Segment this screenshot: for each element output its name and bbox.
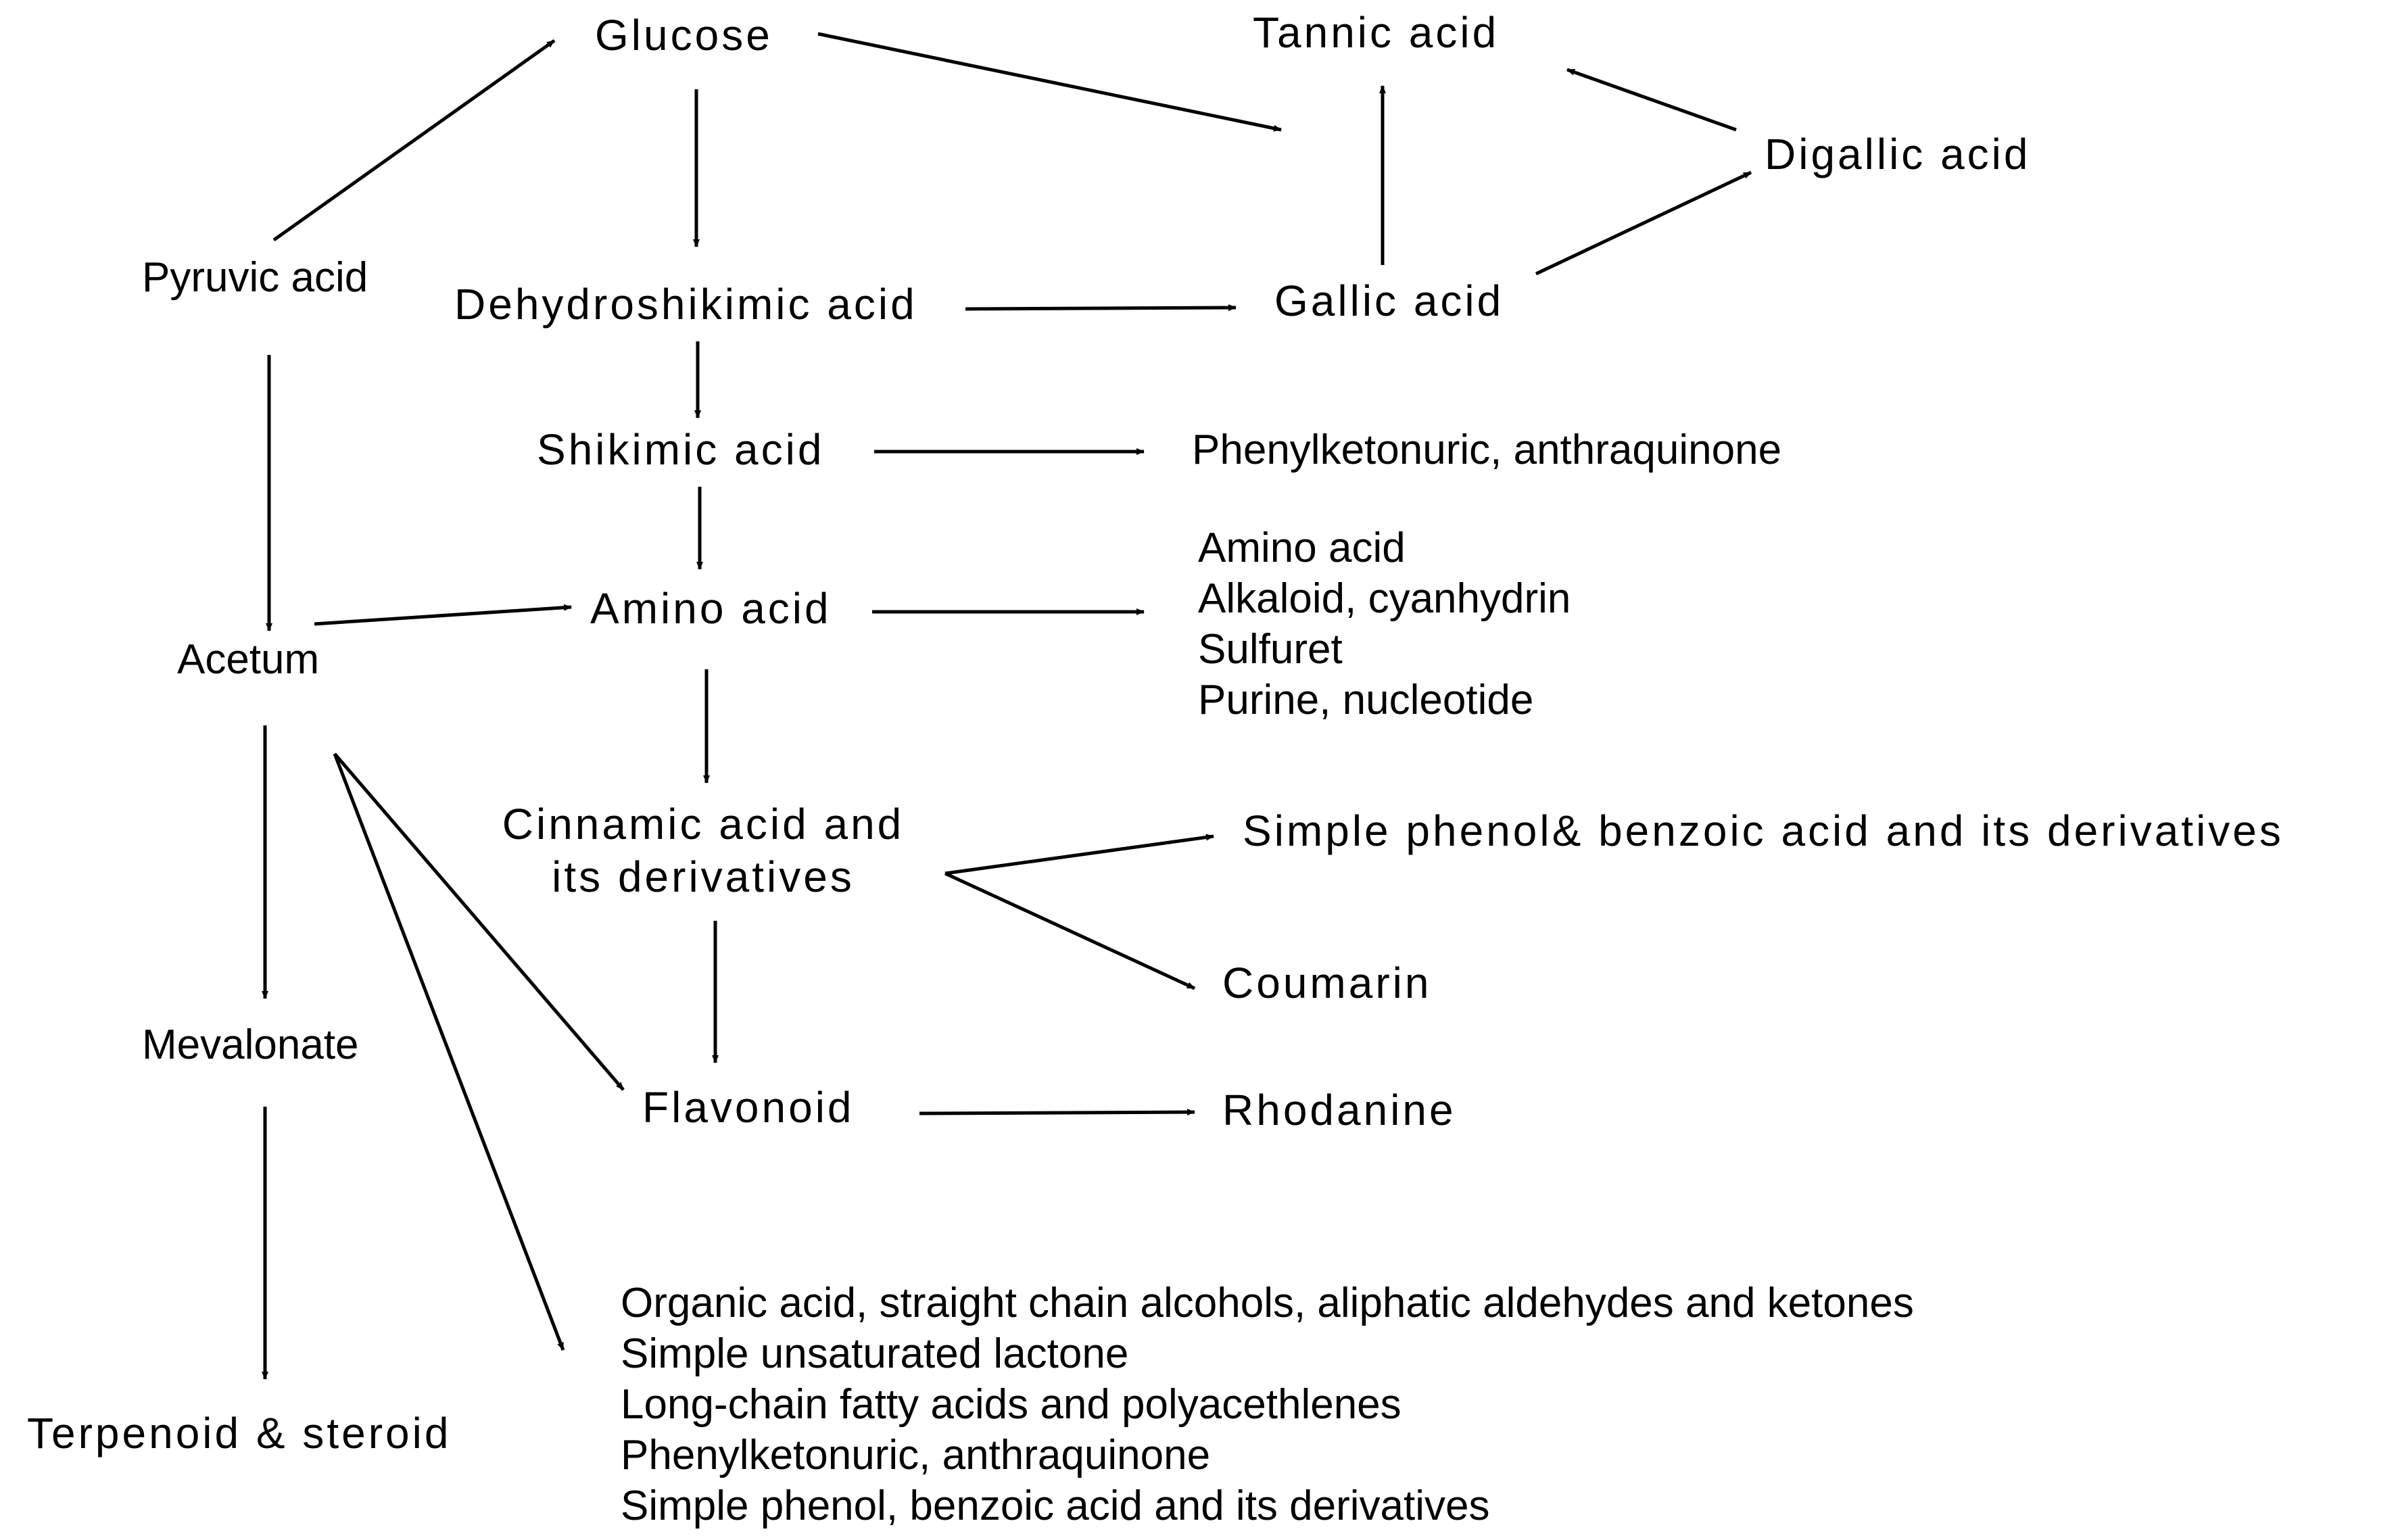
- node-glucose: Glucose: [595, 11, 773, 59]
- node-cinnamic-acid: Cinnamic acid and its derivatives: [473, 798, 933, 903]
- acetum-product-item: Simple phenol, benzoic acid and its deri…: [621, 1483, 1490, 1529]
- arrow-digallic-to-tannic: [1566, 68, 1737, 132]
- amino-product-item: Sulfuret: [1198, 626, 1343, 673]
- acetum-products: Organic acid, straight chain alcohols, a…: [621, 1278, 1914, 1531]
- amino-product-item: Purine, nucleotide: [1198, 677, 1534, 723]
- arrow-gallic-to-digallic: [1535, 170, 1752, 276]
- arrow-flavonoid-to-rhodanine: [919, 1109, 1195, 1116]
- node-dehydroshikimic-acid: Dehydroshikimic acid: [454, 280, 917, 329]
- acetum-product-item: Simple unsaturated lactone: [621, 1330, 1129, 1377]
- amino-product-item: Alkaloid, cyanhydrin: [1198, 575, 1571, 622]
- cinnamic-line-2: its derivatives: [552, 852, 855, 901]
- node-terpenoid-steroid: Terpenoid & steroid: [27, 1409, 452, 1458]
- arrow-glucose-to-tannic: [817, 32, 1282, 132]
- node-flavonoid: Flavonoid: [642, 1083, 855, 1132]
- arrow-pyruvic-to-glucose: [272, 39, 556, 242]
- node-amino-acid: Amino acid: [590, 584, 832, 633]
- node-coumarin: Coumarin: [1222, 959, 1432, 1007]
- arrow-cinnamic-to-simple-phenol: [944, 834, 1214, 875]
- node-pyruvic-acid: Pyruvic acid: [142, 254, 368, 301]
- arrow-acetum-to-amino: [314, 604, 572, 626]
- node-mevalonate: Mevalonate: [142, 1021, 359, 1068]
- node-gallic-acid: Gallic acid: [1274, 276, 1504, 325]
- arrow-acetum-to-products: [333, 753, 565, 1351]
- acetum-product-item: Phenylketonuric, anthraquinone: [621, 1432, 1211, 1478]
- amino-product-item: Amino acid: [1198, 525, 1406, 571]
- node-tannic-acid: Tannic acid: [1253, 8, 1500, 57]
- node-rhodanine: Rhodanine: [1222, 1086, 1456, 1134]
- acetum-product-item: Long-chain fatty acids and polyacethlene…: [621, 1381, 1401, 1428]
- node-shikimic-acid: Shikimic acid: [537, 425, 825, 474]
- acetum-product-item: Organic acid, straight chain alcohols, a…: [621, 1280, 1914, 1326]
- node-phenylketonuric-anthraquinone: Phenylketonuric, anthraquinone: [1192, 427, 1782, 473]
- cinnamic-line-1: Cinnamic acid and: [502, 800, 905, 848]
- node-simple-phenol: Simple phenol& benzoic acid and its deri…: [1243, 807, 2284, 855]
- node-acetum: Acetum: [177, 636, 320, 683]
- arrow-cinnamic-to-coumarin: [944, 871, 1196, 990]
- arrow-dehydroshikimic-to-gallic: [965, 304, 1237, 312]
- amino-acid-products: Amino acid Alkaloid, cyanhydrin Sulfuret…: [1198, 523, 1571, 725]
- arrow-acetum-to-flavonoid: [333, 752, 625, 1091]
- node-digallic-acid: Digallic acid: [1765, 130, 2031, 178]
